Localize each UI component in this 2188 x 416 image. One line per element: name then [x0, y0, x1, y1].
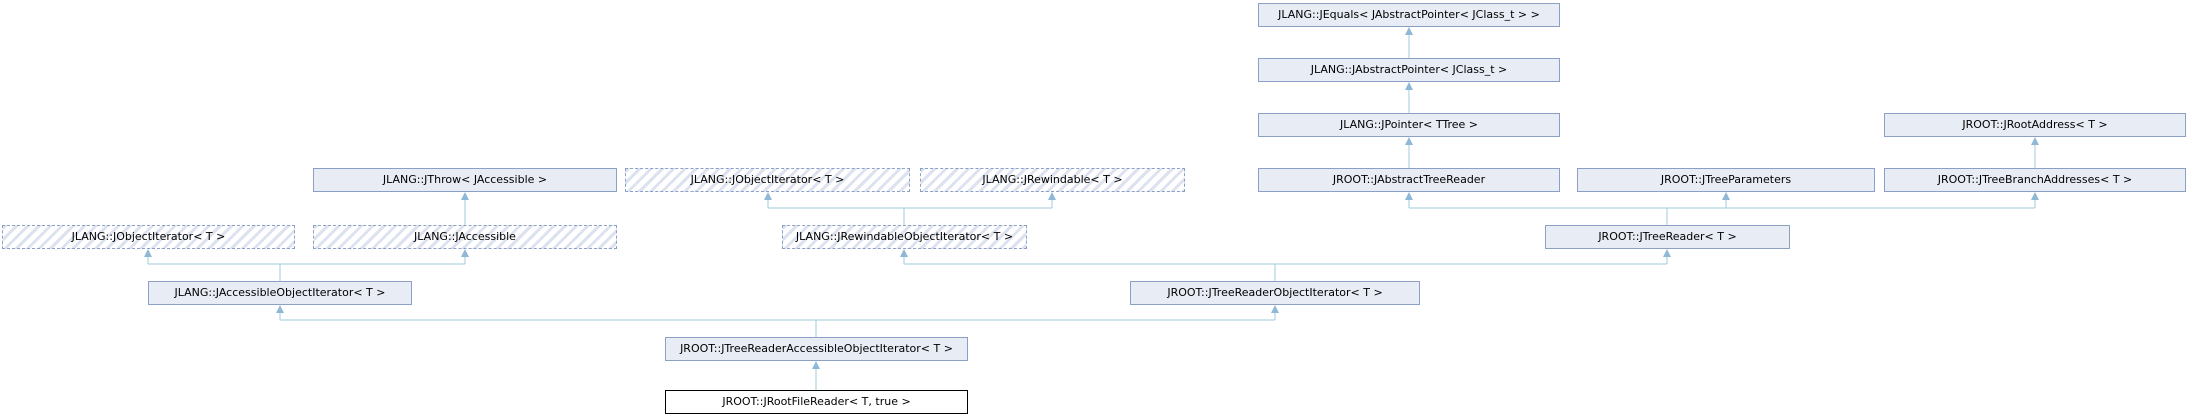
edge-jaccessibleobjectiterator-to-parents — [147, 256, 466, 281]
class-node-jobjectiterator-upper: JLANG::JObjectIterator< T > — [625, 168, 910, 192]
class-node-jrootaddress[interactable]: JROOT::JRootAddress< T > — [1884, 113, 2186, 137]
edge-jtreereaderaccessibleobjectiterator-to-parents — [279, 312, 1276, 337]
class-node-jtreebranchaddresses[interactable]: JROOT::JTreeBranchAddresses< T > — [1884, 168, 2186, 192]
edge-jtreereaderobjectiterator-to-parents — [903, 256, 1668, 281]
class-node-jrewindableobjectiterator: JLANG::JRewindableObjectIterator< T > — [782, 225, 1027, 249]
class-node-jobjectiterator-lower: JLANG::JObjectIterator< T > — [2, 225, 295, 249]
edge-arrowheads — [144, 27, 2039, 369]
class-node-jthrow-jaccessible[interactable]: JLANG::JThrow< JAccessible > — [313, 168, 617, 192]
class-node-jtreereader[interactable]: JROOT::JTreeReader< T > — [1545, 225, 1790, 249]
edge-jtreereader-to-parents — [1408, 199, 2036, 225]
class-node-jrewindable: JLANG::JRewindable< T > — [920, 168, 1185, 192]
class-node-jpointer-ttree[interactable]: JLANG::JPointer< TTree > — [1258, 113, 1560, 137]
class-node-jrootfilereader-current: JROOT::JRootFileReader< T, true > — [665, 390, 968, 414]
class-node-jtreeparameters[interactable]: JROOT::JTreeParameters — [1577, 168, 1875, 192]
class-node-jtreereaderobjectiterator[interactable]: JROOT::JTreeReaderObjectIterator< T > — [1130, 281, 1420, 305]
edge-jrewindableobjectiterator-to-parents — [767, 199, 1053, 225]
class-node-jequals[interactable]: JLANG::JEquals< JAbstractPointer< JClass… — [1258, 3, 1560, 27]
class-node-jtreereaderaccessibleobjectiterator[interactable]: JROOT::JTreeReaderAccessibleObjectIterat… — [665, 337, 968, 361]
class-node-jaccessible: JLANG::JAccessible — [313, 225, 617, 249]
class-node-jabstractpointer[interactable]: JLANG::JAbstractPointer< JClass_t > — [1258, 58, 1560, 82]
class-node-jaccessibleobjectiterator[interactable]: JLANG::JAccessibleObjectIterator< T > — [148, 281, 412, 305]
class-node-jabstracttreereader[interactable]: JROOT::JAbstractTreeReader — [1258, 168, 1560, 192]
